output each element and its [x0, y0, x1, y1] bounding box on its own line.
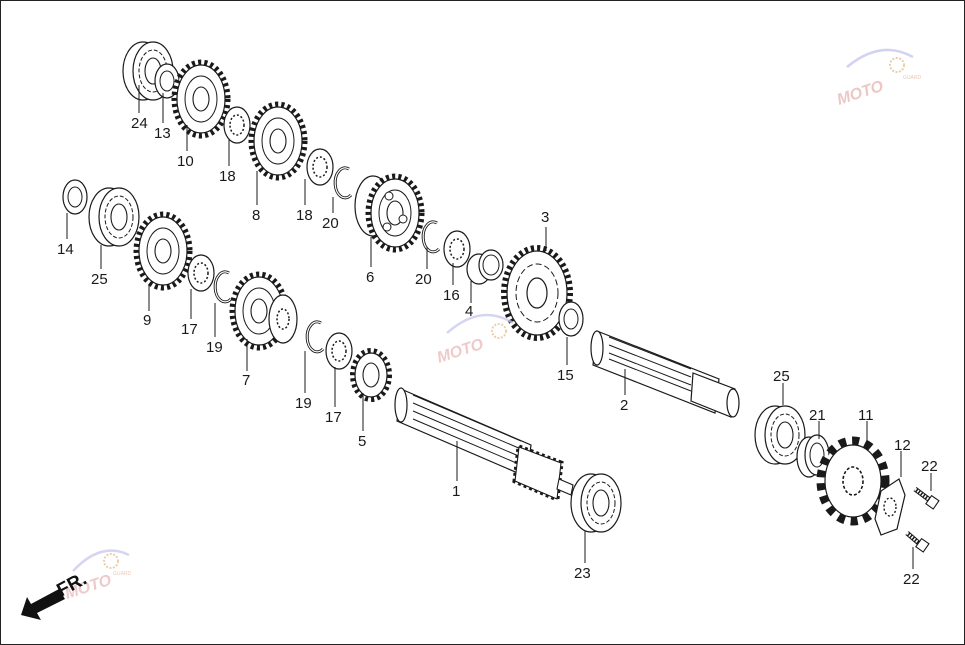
watermark-center: MOTO — [435, 313, 514, 367]
sprocket-11 — [816, 436, 890, 526]
spline-washer-17a — [187, 254, 215, 292]
callout-11: 11 — [858, 407, 874, 424]
callout-3: 3 — [541, 209, 549, 226]
gear-5 — [350, 348, 392, 402]
callout-7: 7 — [242, 372, 250, 389]
callout-17b: 17 — [325, 409, 342, 426]
svg-text:MOTO: MOTO — [835, 78, 886, 109]
callout-16: 16 — [443, 287, 460, 304]
circlip-19b — [305, 320, 325, 354]
callout-5: 5 — [358, 433, 366, 450]
bolt-22a — [913, 487, 940, 510]
circlip-20b — [421, 220, 441, 254]
gear-7 — [233, 275, 298, 347]
circlip-19a — [213, 270, 233, 304]
callout-12: 12 — [894, 437, 911, 454]
callout-19b: 19 — [295, 395, 312, 412]
callout-25a: 25 — [91, 271, 108, 288]
watermark-top-right: MOTO GUARD — [835, 48, 921, 109]
callout-18a: 18 — [219, 168, 236, 185]
callout-20b: 20 — [415, 271, 432, 288]
callout-4: 4 — [465, 303, 473, 320]
callout-21: 21 — [809, 407, 826, 424]
callout-22a: 22 — [921, 458, 938, 475]
plate-12 — [874, 478, 906, 536]
spline-washer-18b — [306, 148, 334, 186]
callout-23: 23 — [574, 565, 591, 582]
gear-10 — [175, 63, 227, 135]
svg-text:GUARD: GUARD — [113, 571, 131, 577]
circlip-20a — [333, 166, 353, 200]
callout-9: 9 — [143, 312, 151, 329]
callout-17a: 17 — [181, 321, 198, 338]
callout-20a: 20 — [322, 215, 339, 232]
callout-15: 15 — [557, 367, 574, 384]
gear-9 — [137, 215, 189, 287]
callout-8: 8 — [252, 207, 260, 224]
spline-washer-16 — [443, 230, 471, 268]
gear-6 — [354, 176, 421, 249]
callout-19a: 19 — [206, 339, 223, 356]
callout-10: 10 — [177, 153, 194, 170]
callout-numbers: 24 13 10 18 8 18 20 6 20 16 4 3 15 14 25… — [57, 115, 938, 588]
leader-lines — [66, 85, 932, 569]
callout-22b: 22 — [903, 571, 920, 588]
bearing-23 — [570, 473, 622, 533]
seal-21 — [796, 434, 830, 478]
gear-8 — [252, 105, 304, 177]
countershaft-2 — [590, 330, 740, 418]
gear-3 — [501, 245, 573, 341]
callout-14: 14 — [57, 241, 74, 258]
bearing-25a — [88, 187, 140, 247]
callout-25b: 25 — [773, 368, 790, 385]
callout-1: 1 — [452, 483, 460, 500]
washer-15 — [558, 301, 584, 337]
callout-24: 24 — [131, 115, 148, 132]
callout-13: 13 — [154, 125, 171, 142]
callout-2: 2 — [620, 397, 628, 414]
bushing-4 — [466, 249, 504, 285]
spline-washer-17b — [325, 332, 353, 370]
bolt-22b — [905, 531, 930, 553]
callout-6: 6 — [366, 269, 374, 286]
callout-18b: 18 — [296, 207, 313, 224]
spline-washer-18a — [223, 106, 251, 144]
washer-14 — [62, 179, 88, 215]
svg-text:MOTO: MOTO — [435, 336, 486, 367]
mainshaft-1 — [394, 387, 574, 503]
svg-text:GUARD: GUARD — [903, 75, 921, 81]
